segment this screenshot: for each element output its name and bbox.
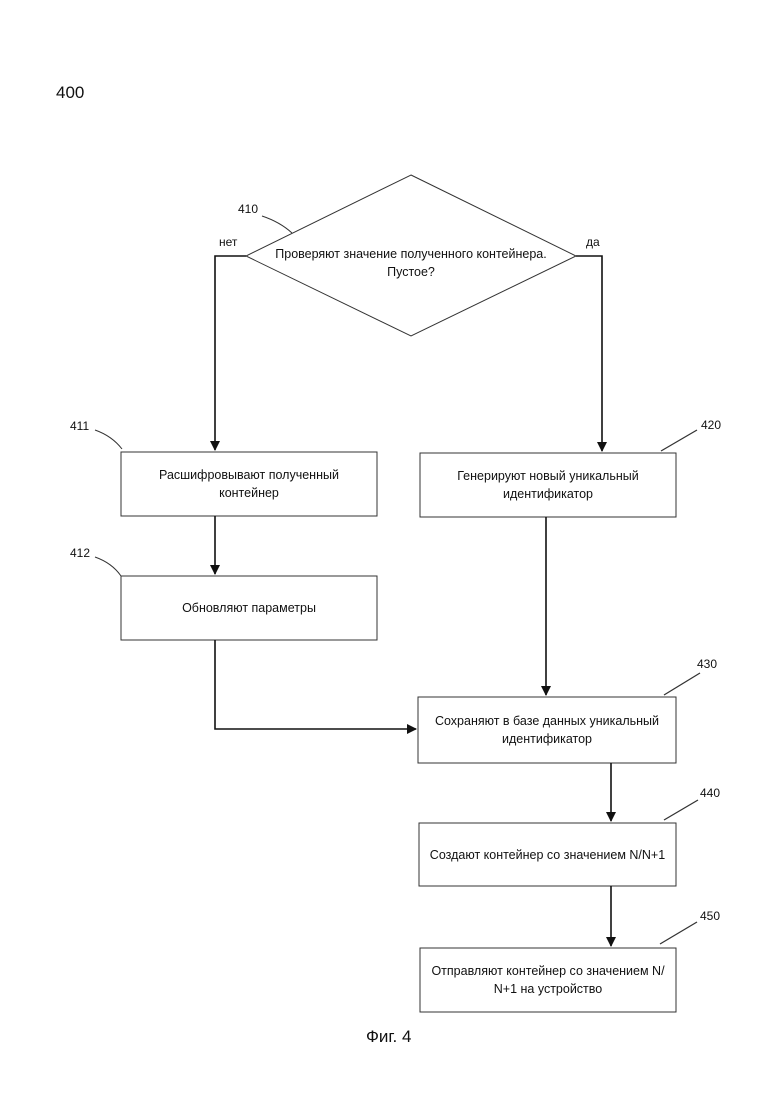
step-450-line1: Отправляют контейнер со значением N/ [431, 962, 664, 980]
ref-440: 440 [700, 785, 720, 801]
leader-430 [664, 673, 700, 695]
leader-420 [661, 430, 697, 451]
decision-text-line2: Пустое? [387, 263, 435, 281]
leader-412 [95, 557, 121, 576]
step-411-line1: Расшифровывают полученный [159, 466, 339, 484]
step-420-line2: идентификатор [503, 485, 593, 503]
step-text-450: Отправляют контейнер со значением N/ N+1… [420, 948, 676, 1012]
label-no: нет [219, 234, 237, 250]
step-430-line2: идентификатор [502, 730, 592, 748]
step-412-line1: Обновляют параметры [182, 599, 316, 617]
step-text-440: Создают контейнер со значением N/N+1 [419, 823, 676, 886]
ref-411: 411 [70, 418, 89, 434]
connector-yes-to-420 [576, 256, 602, 451]
connector-no-to-411 [215, 256, 246, 450]
step-420-line1: Генерируют новый уникальный [457, 467, 638, 485]
leader-450 [660, 922, 697, 944]
figure-caption: Фиг. 4 [366, 1027, 411, 1047]
ref-450: 450 [700, 908, 720, 924]
label-yes: да [586, 234, 600, 250]
leader-410 [262, 216, 292, 233]
ref-412: 412 [70, 545, 90, 561]
step-text-430: Сохраняют в базе данных уникальный идент… [418, 697, 676, 763]
step-450-line2: N+1 на устройство [494, 980, 602, 998]
step-text-411: Расшифровывают полученный контейнер [121, 452, 377, 516]
figure-number: 400 [56, 83, 84, 103]
step-430-line1: Сохраняют в базе данных уникальный [435, 712, 659, 730]
ref-410: 410 [238, 201, 258, 217]
ref-430: 430 [697, 656, 717, 672]
step-text-420: Генерируют новый уникальный идентификато… [420, 453, 676, 517]
step-440-line1: Создают контейнер со значением N/N+1 [430, 846, 665, 864]
step-411-line2: контейнер [219, 484, 279, 502]
ref-420: 420 [701, 417, 721, 433]
decision-text: Проверяют значение полученного контейнер… [256, 244, 566, 282]
leader-411 [95, 430, 122, 449]
decision-text-line1: Проверяют значение полученного контейнер… [275, 245, 546, 263]
leader-440 [664, 800, 698, 820]
step-text-412: Обновляют параметры [121, 576, 377, 640]
connector-412-to-430 [215, 640, 416, 729]
